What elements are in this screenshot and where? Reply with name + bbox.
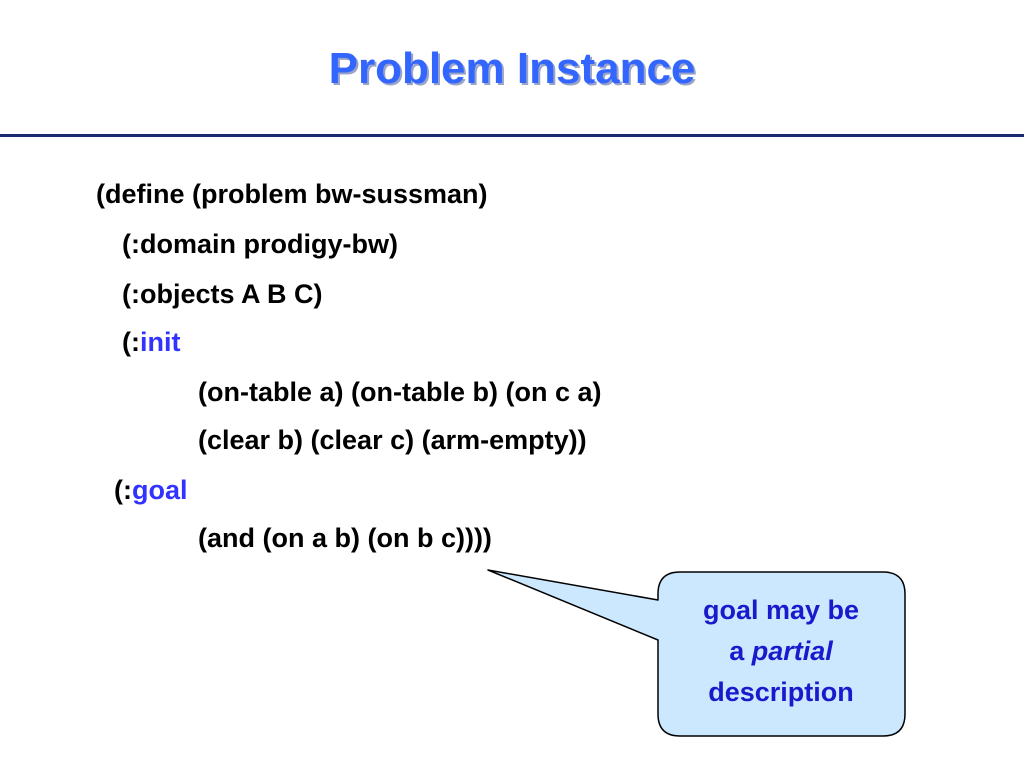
code-line-goal-facts: (and (on a b) (on b c))))	[198, 523, 492, 553]
callout-a: a	[729, 636, 752, 666]
callout-text: goal may be a partial description	[660, 590, 902, 713]
callout-line-2: a partial	[660, 631, 902, 672]
callout-line-1: goal may be	[702, 595, 860, 625]
callout-partial: partial	[751, 636, 833, 666]
callout-bubble	[487, 569, 906, 737]
code-line-init: (:init	[122, 326, 180, 358]
init-prefix: (:	[122, 327, 140, 357]
code-line-init-facts-1: (on-table a) (on-table b) (on c a)	[198, 377, 602, 407]
code-line-goal: (:goal	[114, 474, 188, 506]
init-keyword: init	[139, 327, 181, 357]
code-line-objects: (:objects A B C)	[122, 279, 323, 309]
title-divider	[0, 134, 1024, 137]
code-line-domain: (:domain prodigy-bw)	[122, 229, 398, 259]
goal-prefix: (:	[114, 475, 132, 505]
slide-title: Problem Instance	[328, 44, 696, 93]
goal-keyword: goal	[131, 475, 188, 505]
callout-line-3: description	[708, 677, 854, 707]
code-line-init-facts-2: (clear b) (clear c) (arm-empty))	[198, 425, 587, 455]
code-line-define: (define (problem bw-sussman)	[96, 179, 488, 209]
